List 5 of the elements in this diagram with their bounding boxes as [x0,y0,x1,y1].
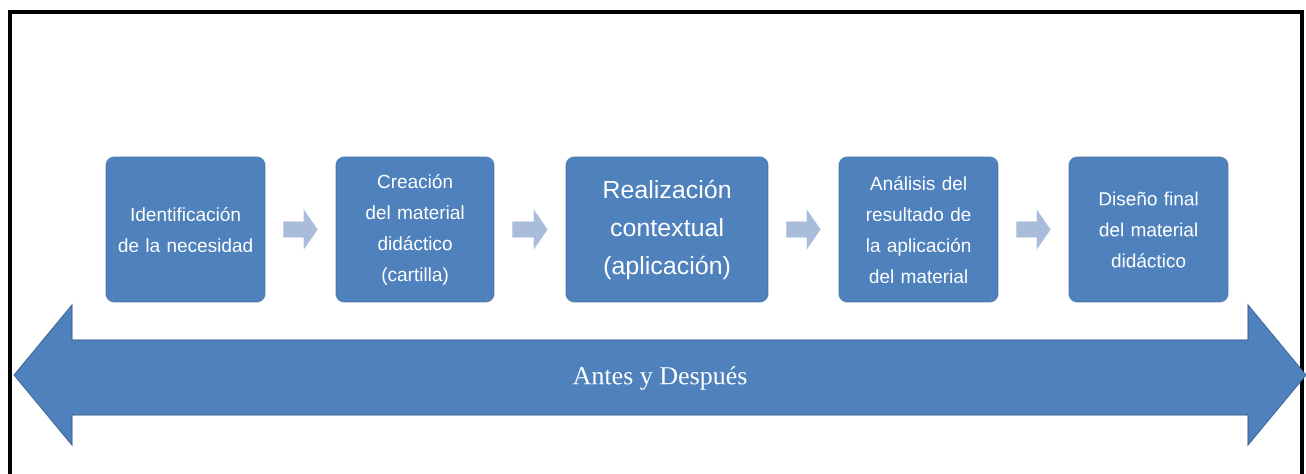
process-box: Creación del material didáctico (cartilla) [335,156,495,303]
process-box: Diseño final del material didáctico [1068,156,1229,303]
process-box: Análisis del resultado de la aplicación del material [838,156,999,303]
process-box: Identificación de la necesidad [105,156,266,303]
process-box: Realización contextual (aplicación) [565,156,769,303]
